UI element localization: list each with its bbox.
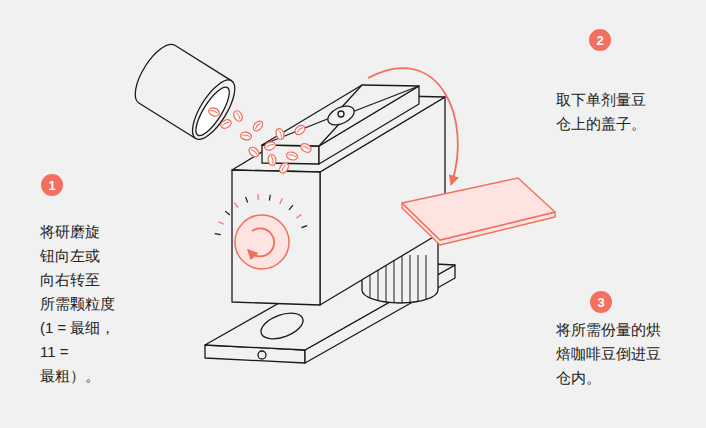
coffee-bean xyxy=(299,142,312,154)
dial-tick xyxy=(234,203,237,208)
dosing-cup xyxy=(185,74,243,145)
coffee-bean xyxy=(242,134,250,136)
coffee-bean xyxy=(219,118,232,130)
bean-hopper xyxy=(262,118,330,145)
coffee-bean xyxy=(267,154,276,166)
coffee-bean xyxy=(264,141,277,152)
callout-number: 1 xyxy=(41,174,63,196)
callout-number-text: 3 xyxy=(597,296,604,309)
chamber-rib xyxy=(394,255,395,303)
bean-hopper xyxy=(262,85,419,164)
move-arrow xyxy=(368,68,458,182)
grind-dial xyxy=(215,194,307,269)
coffee-bean xyxy=(296,127,303,133)
dial-tick xyxy=(246,197,248,203)
coffee-bean xyxy=(271,156,273,164)
grinder-base xyxy=(258,308,307,344)
grinder-body xyxy=(232,170,320,305)
coffee-bean xyxy=(210,110,218,114)
coffee-bean xyxy=(240,131,252,140)
callout-number-text: 1 xyxy=(48,179,55,192)
coffee-bean xyxy=(266,144,274,148)
coffee-bean xyxy=(232,109,244,122)
dial-tick xyxy=(215,234,221,235)
callout-number-text: 2 xyxy=(596,34,603,47)
bean-hopper xyxy=(262,85,419,146)
coffee-bean xyxy=(247,146,260,159)
dial-tick xyxy=(296,214,301,217)
dosing-cup xyxy=(190,83,235,140)
coffee-bean xyxy=(247,146,260,159)
step-instruction: 取下单剂量豆 仓上的盖子。 xyxy=(556,88,656,136)
bean-hopper xyxy=(325,102,357,128)
coffee-bean xyxy=(278,161,290,174)
grinder-base xyxy=(258,351,266,359)
coffee-bean xyxy=(236,112,241,119)
dial-tick xyxy=(257,194,259,200)
coffee-bean xyxy=(267,154,276,166)
coffee-bean xyxy=(293,124,306,137)
dial-tick xyxy=(225,211,230,215)
coffee-bean xyxy=(255,122,261,129)
coffee-bean xyxy=(240,131,252,140)
coffee-beans xyxy=(208,107,313,175)
step-instruction: 将所需份量的烘 焙咖啡豆倒进豆 仓内。 xyxy=(556,318,668,390)
dial-tick xyxy=(301,226,307,228)
step-instruction: 将研磨旋 钮向左或 向右转至 所需颗粒度 (1 = 最细， 11 = 最粗）。 xyxy=(40,220,124,388)
coffee-bean xyxy=(252,119,265,132)
dial-tick xyxy=(218,222,223,225)
callout-number: 2 xyxy=(589,29,611,51)
grind-dial xyxy=(235,215,289,269)
bean-hopper xyxy=(338,111,344,117)
coffee-bean xyxy=(208,107,221,118)
coffee-bean xyxy=(293,124,306,137)
coffee-bean xyxy=(275,128,286,141)
chamber-rib xyxy=(402,255,403,303)
coffee-bean xyxy=(279,130,283,138)
chamber-rib xyxy=(410,255,411,303)
hopper-lid xyxy=(402,178,555,240)
hopper-lid xyxy=(402,178,555,245)
coffee-bean xyxy=(281,164,286,171)
coffee-bean xyxy=(232,109,244,122)
coffee-bean xyxy=(264,141,277,152)
coffee-bean xyxy=(252,119,265,132)
coffee-bean xyxy=(299,142,312,154)
grind-dial xyxy=(250,228,274,256)
dial-tick xyxy=(280,198,283,203)
coffee-bean xyxy=(208,107,221,118)
chamber-rib xyxy=(426,255,427,299)
coffee-bean xyxy=(278,161,290,174)
bean-hopper xyxy=(341,85,362,108)
coffee-bean xyxy=(303,145,310,150)
coffee-bean xyxy=(222,121,229,126)
coffee-bean xyxy=(286,151,299,161)
coffee-bean xyxy=(275,128,286,141)
chamber-rib xyxy=(418,255,419,301)
coffee-bean xyxy=(219,118,232,130)
callout-number: 3 xyxy=(590,291,612,313)
dosing-cup xyxy=(127,38,243,145)
dial-tick xyxy=(289,205,293,210)
dial-tick xyxy=(269,195,270,201)
coffee-bean xyxy=(288,154,296,157)
bean-hopper xyxy=(319,123,340,146)
coffee-bean xyxy=(251,149,258,155)
bean-hopper xyxy=(352,86,419,112)
coffee-bean xyxy=(286,151,299,161)
